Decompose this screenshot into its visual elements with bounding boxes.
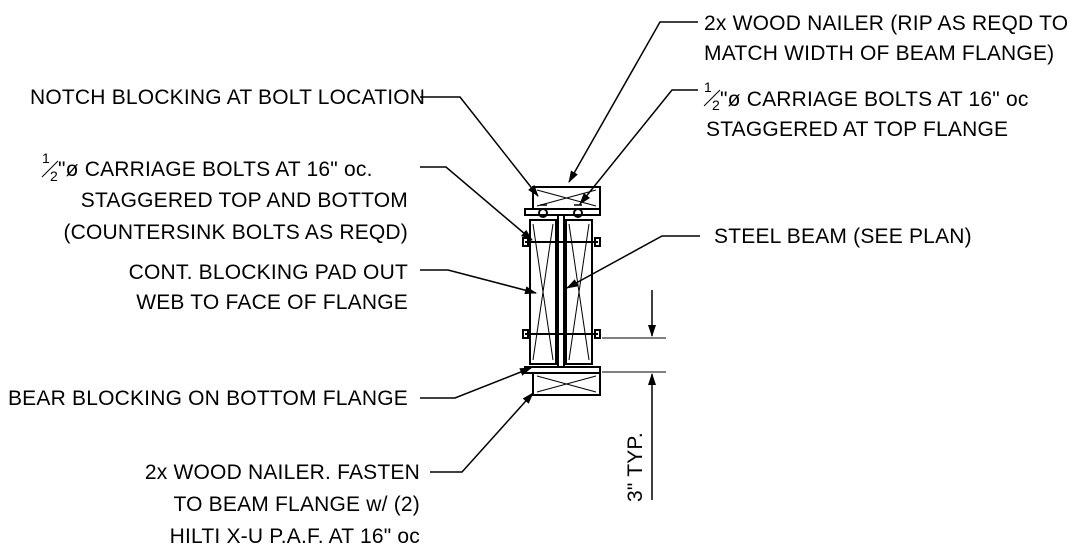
dimension-label: 3" TYP. [624,432,647,502]
bottom-wood-nailer [532,372,601,396]
note-top-nailer-2: MATCH WIDTH OF BEAM FLANGE) [704,42,1054,65]
web-bolts [522,237,601,339]
note-top-bolts-1: "ø CARRIAGE BOLTS AT 16" oc [720,88,1029,111]
note-bear-blocking: BEAR BLOCKING ON BOTTOM FLANGE [8,387,408,410]
note-bottom-nailer-2: TO BEAM FLANGE w/ (2) [173,493,420,516]
note-top-bolts-num: 1 [704,79,712,95]
note-side-bolts-3: (COUNTERSINK BOLTS AS REQD) [63,221,408,244]
beam-web [557,214,565,368]
note-bottom-nailer-3: HILTI X-U P.A.F. AT 16" oc [170,525,420,548]
note-cont-blocking-2: WEB TO FACE OF FLANGE [136,291,408,314]
note-notch-blocking: NOTCH BLOCKING AT BOLT LOCATION [30,86,425,109]
right-blocking [565,219,593,365]
note-side-bolts-num: 1 [42,150,50,166]
note-side-bolts-den: 2 [50,168,58,184]
top-flange-bolts [538,204,583,218]
dimension-3in: 3" TYP. [602,290,666,502]
note-cont-blocking-1: CONT. BLOCKING PAD OUT [129,261,408,284]
beam-section [522,186,601,396]
note-bottom-nailer-1: 2x WOOD NAILER. FASTEN [145,461,420,484]
leader-lines [420,21,700,473]
note-side-bolts-1: "ø CARRIAGE BOLTS AT 16" oc. [58,158,373,181]
note-top-bolts-den: 2 [712,97,720,113]
note-steel-beam: STEEL BEAM (SEE PLAN) [714,225,972,248]
note-side-bolts-2: STAGGERED TOP AND BOTTOM [81,189,408,212]
note-top-nailer-1: 2x WOOD NAILER (RIP AS REQD TO [704,12,1068,35]
note-top-bolts-2: STAGGERED AT TOP FLANGE [706,118,1008,141]
